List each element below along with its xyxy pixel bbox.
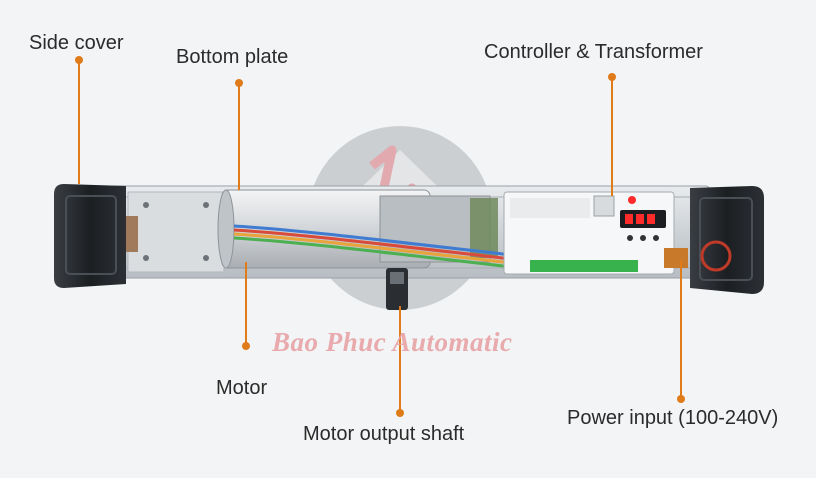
ribbon-cable xyxy=(233,224,521,270)
right-side-cover xyxy=(690,186,764,294)
label-controller-transformer: Controller & Transformer xyxy=(484,41,703,63)
controller-board xyxy=(503,191,688,275)
label-motor-output-shaft: Motor output shaft xyxy=(303,423,465,445)
terminal-block xyxy=(530,260,638,272)
watermark-text: Bao Phuc Automatic xyxy=(272,327,513,357)
label-motor: Motor xyxy=(216,377,268,399)
motor-output-shaft xyxy=(386,268,408,310)
callouts xyxy=(75,56,685,417)
left-side-cover xyxy=(54,184,126,288)
label-power-input: Power input (100-240V) xyxy=(567,407,779,429)
label-side-cover: Side cover xyxy=(29,32,124,54)
power-connector xyxy=(664,248,688,268)
label-bottom-plate: Bottom plate xyxy=(176,46,289,68)
